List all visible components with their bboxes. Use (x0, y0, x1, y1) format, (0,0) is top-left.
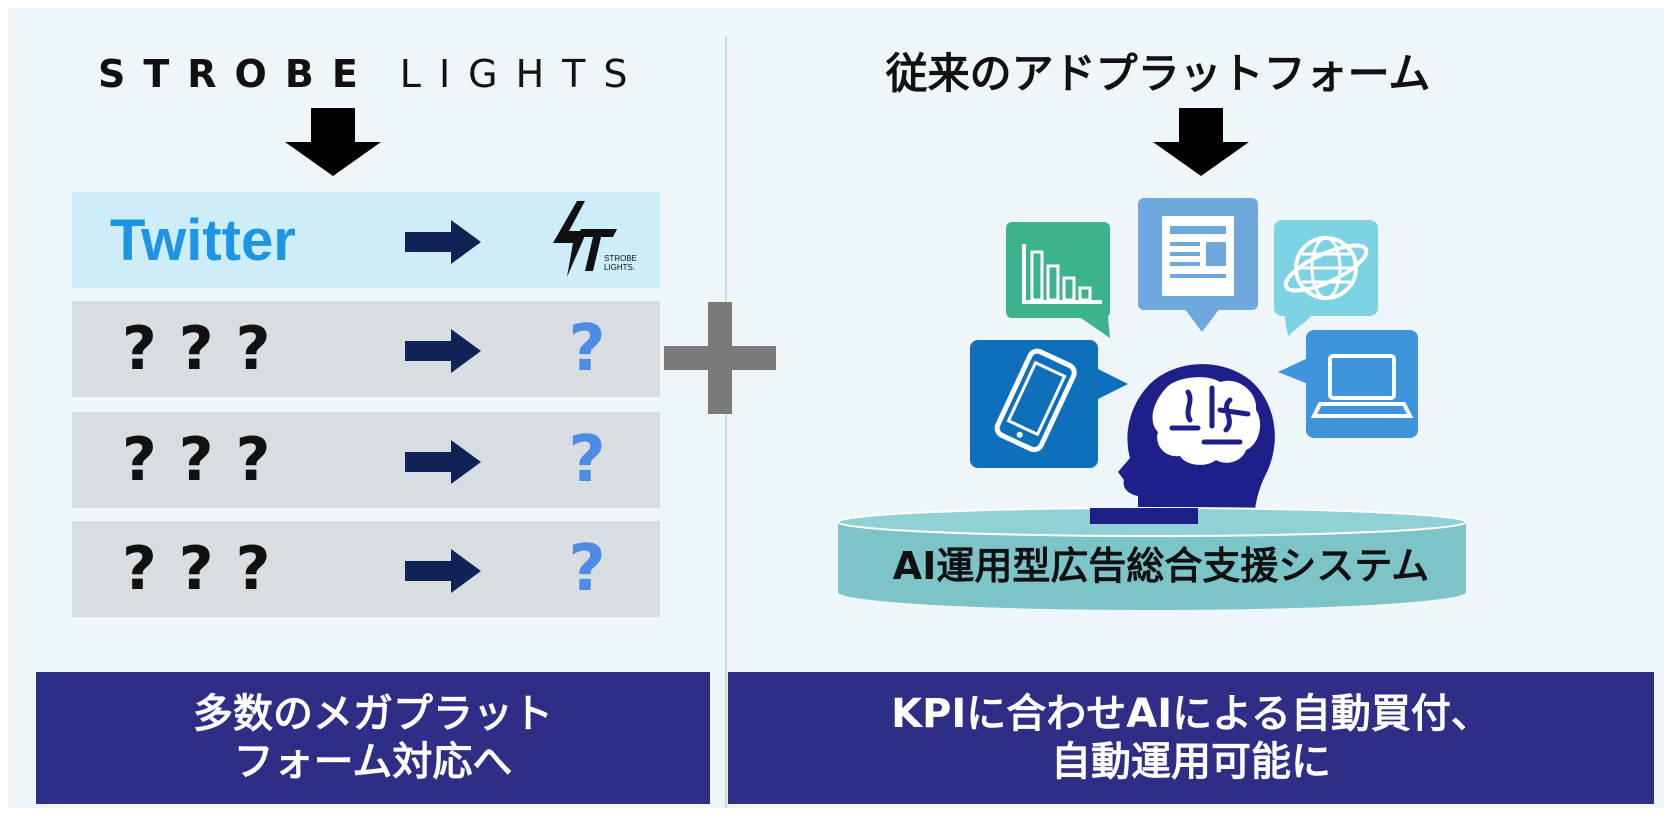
ai-illustration (970, 198, 1418, 526)
question-mark: ? (568, 423, 606, 497)
smartphone-icon (970, 340, 1128, 468)
platform-name: ??? (122, 314, 293, 384)
platform-row-unknown: ??? ? (72, 301, 660, 397)
mark-text-1: STROBE (604, 254, 637, 263)
left-caption-line2: フォーム対応へ (233, 739, 513, 785)
system-platform (837, 507, 1467, 610)
globe-icon (1274, 220, 1378, 336)
strobelights-logo: STROBE LIGHTS (98, 44, 628, 104)
brand-lights: LIGHTS (399, 52, 646, 96)
right-caption-line2: 自動運用可能に (1051, 739, 1331, 785)
mark-text-2: LIGHTS. (604, 263, 636, 272)
strobelights-mark-icon (553, 201, 617, 277)
system-label: AI運用型広告総合支援システム (892, 544, 1430, 588)
platform-row-twitter: Twitter STROBE LIGHTS. (72, 192, 660, 288)
question-mark: ? (568, 312, 606, 386)
newspaper-icon (1138, 198, 1258, 332)
unknown-target: ? (542, 521, 632, 617)
down-arrow-icon (285, 108, 381, 176)
left-caption: 多数のメガプラット フォーム対応へ (36, 672, 710, 804)
right-arrow-icon (405, 329, 481, 373)
right-arrow-icon (405, 220, 481, 264)
down-arrow-icon (1153, 108, 1249, 176)
left-caption-line1: 多数のメガプラット (193, 691, 553, 737)
bar-chart-icon (1006, 222, 1110, 338)
right-arrow-icon (405, 440, 481, 484)
right-arrow-icon (405, 549, 481, 593)
conventional-platform-title: 従来のアドプラットフォーム (885, 49, 1431, 98)
platform-name: ??? (122, 425, 293, 495)
laptop-icon (1278, 330, 1418, 438)
right-caption-line1: KPIに合わせAIによる自動買付、 (891, 691, 1491, 737)
question-mark: ? (568, 532, 606, 606)
right-caption: KPIに合わせAIによる自動買付、 自動運用可能に (728, 672, 1654, 804)
platform-name: ??? (122, 534, 293, 604)
strobelights-mark: STROBE LIGHTS. (542, 192, 637, 288)
platform-row-unknown: ??? ? (72, 412, 660, 508)
panel-divider (725, 36, 727, 808)
unknown-target: ? (542, 412, 632, 508)
platform-name: Twitter (110, 207, 296, 273)
slide: STROBE LIGHTS Twitter STROBE LIGHTS. ??? (8, 8, 1664, 808)
brand-strobe: STROBE (98, 52, 376, 96)
plus-icon (664, 302, 776, 414)
platform-row-unknown: ??? ? (72, 521, 660, 617)
brain-head-icon (1118, 364, 1275, 526)
unknown-target: ? (542, 301, 632, 397)
